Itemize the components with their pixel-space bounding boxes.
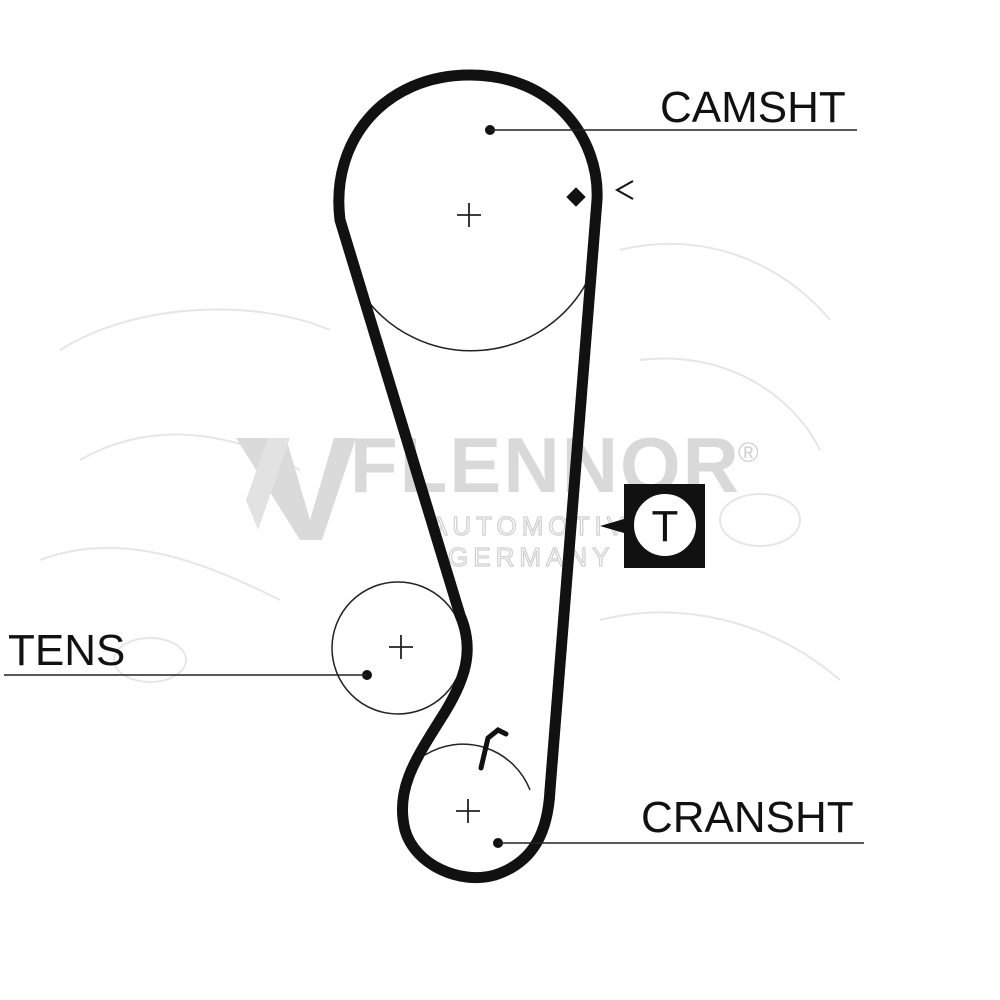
camshaft-center-cross [457,203,481,227]
tension-side-marker: T [600,484,705,568]
crankshaft-center-cross [456,799,480,823]
timing-marks [362,125,634,848]
camshaft-reference-chevron-icon [614,180,634,200]
camshaft-pulley-outline [366,279,589,352]
camshaft-label: CAMSHT [660,83,846,132]
crankshaft-pulley-outline [424,743,531,791]
watermark-logo-mark-2 [246,438,290,530]
camshaft-timing-mark [566,187,586,207]
tensioner-label: TENS [8,626,125,675]
tensioner-pulley-outline [331,581,465,715]
pulley-centers [389,203,481,823]
leader-lines [4,129,864,844]
crankshaft-label: CRANSHT [641,793,854,842]
background-engine-sketch [39,242,841,683]
tension-marker-letter: T [652,502,679,551]
timing-belt [333,69,603,884]
crankshaft-reference-mark-icon [478,727,509,771]
watermark-registered: ® [738,437,759,468]
tension-marker-circle [630,490,700,560]
tensioner-center-cross [389,635,413,659]
watermark-line-germany: GERMANY [448,542,614,572]
